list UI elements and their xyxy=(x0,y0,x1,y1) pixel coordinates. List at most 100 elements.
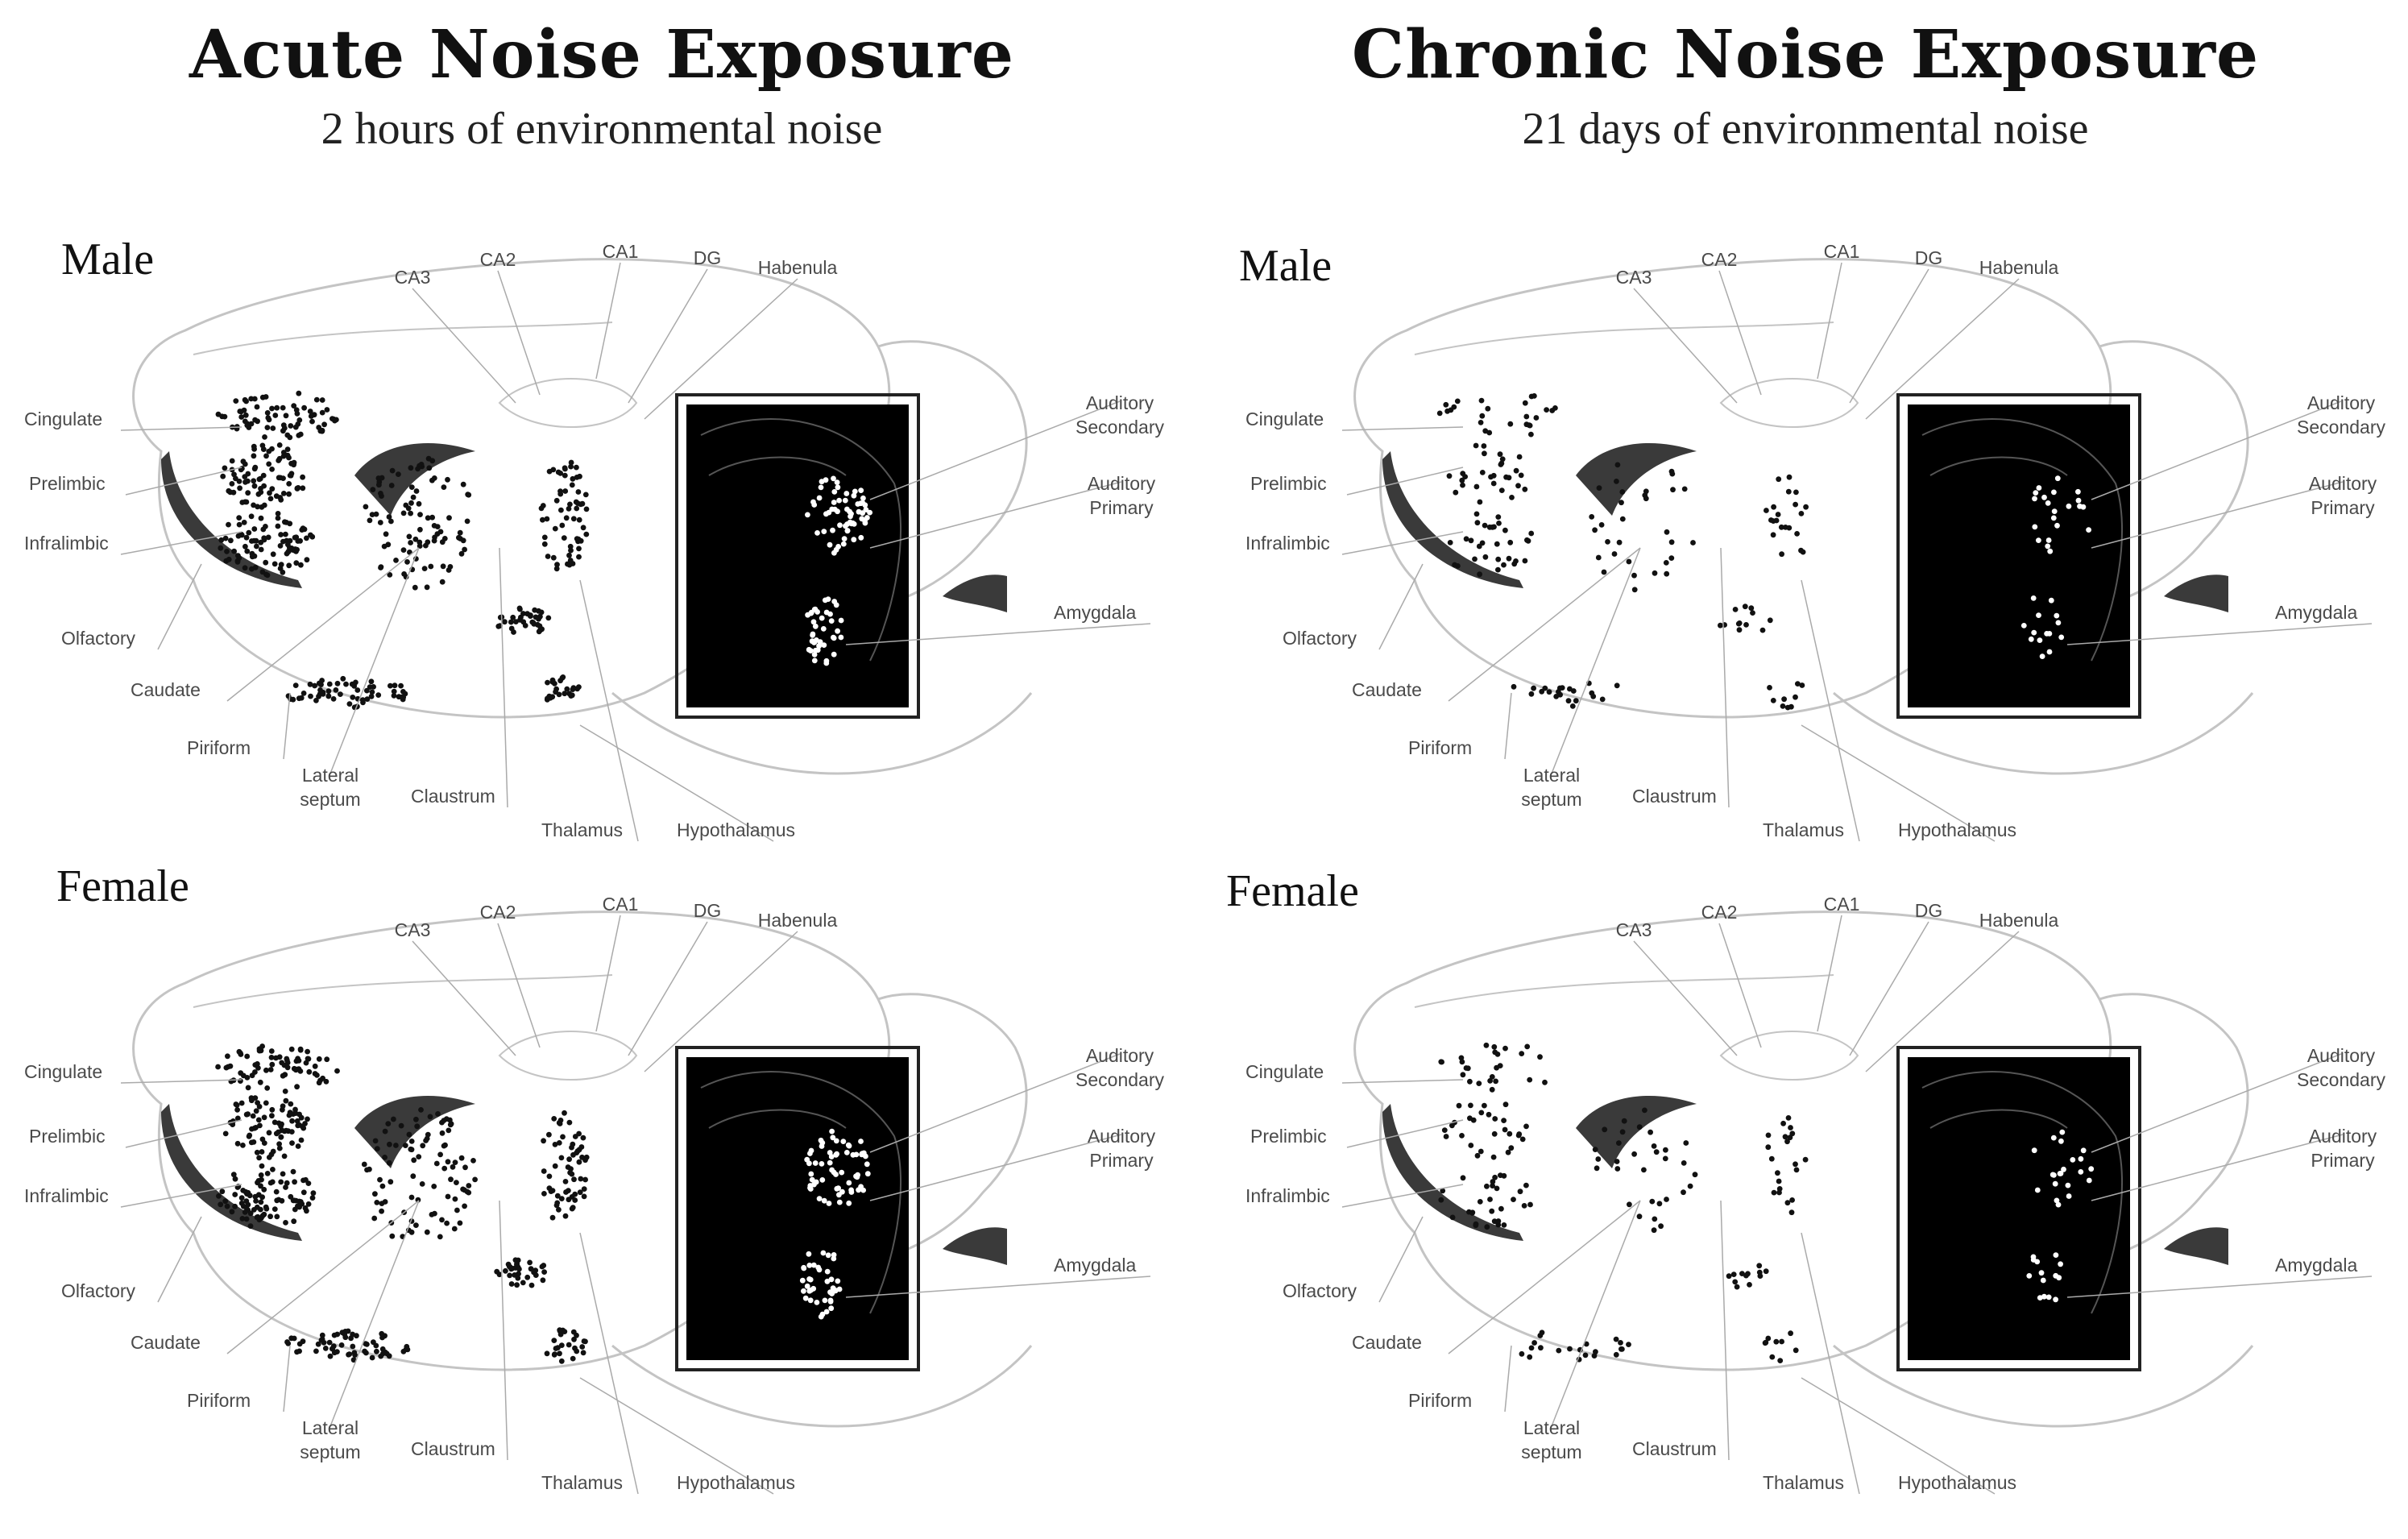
cingulate-cells xyxy=(1522,400,1528,406)
claustrum-cells xyxy=(575,538,581,545)
cingulate-cells xyxy=(264,1085,271,1091)
piriform-cells xyxy=(353,679,359,686)
caudate-cells xyxy=(1692,1172,1698,1178)
infralimbic-cells xyxy=(263,1205,270,1212)
auditory-secondary-leader xyxy=(869,400,1121,500)
auditory-cells xyxy=(834,479,840,485)
auditory-cells xyxy=(2086,1177,2092,1184)
piriform-cells xyxy=(379,1334,385,1341)
prelimbic-label: Prelimbic xyxy=(1250,1126,1327,1147)
ca1-label: CA1 xyxy=(603,894,639,915)
infralimbic-cells xyxy=(238,531,244,537)
auditory-cells xyxy=(821,529,827,534)
caudate-cells xyxy=(451,1226,458,1232)
infralimbic-cells xyxy=(254,1214,260,1221)
amygdala-cells xyxy=(828,618,835,624)
cingulate-cells xyxy=(1489,1074,1495,1080)
prelimbic-cells xyxy=(300,485,306,492)
caudate-cells xyxy=(442,1142,448,1148)
piriform-cells xyxy=(369,689,375,695)
auditory-cells xyxy=(833,1138,839,1144)
infralimbic-cells xyxy=(294,546,300,553)
claustrum-cells xyxy=(569,1144,574,1151)
piriform-cells xyxy=(320,691,326,697)
cingulate-cells xyxy=(215,1064,221,1070)
infralimbic-cells xyxy=(1472,556,1478,562)
caudate-cells xyxy=(417,543,423,549)
auditory-secondary-leader xyxy=(2091,400,2342,500)
thalamus-cells xyxy=(1750,610,1755,616)
claustrum-leader xyxy=(1720,1200,1730,1461)
caudate-cells xyxy=(378,565,383,570)
caudate-cells xyxy=(1656,1201,1663,1207)
amygdala-cells xyxy=(809,638,815,645)
infralimbic-cells xyxy=(1506,555,1512,562)
auditory-secondary-label-line1: Auditory xyxy=(1086,392,1154,413)
infralimbic-leader xyxy=(120,531,242,555)
caudate-label: Caudate xyxy=(1352,1332,1422,1353)
amygdala-cells xyxy=(828,1276,835,1283)
caudate-cells xyxy=(1643,496,1649,502)
auditory-cells xyxy=(2058,1138,2064,1144)
amygdala-cells xyxy=(2046,649,2053,655)
caudate-cells xyxy=(439,1130,446,1136)
piriform-cells xyxy=(350,1343,356,1350)
inset-hippocampus-outline xyxy=(1929,1109,2068,1129)
prelimbic-cells xyxy=(1446,473,1453,479)
cingulate-cells xyxy=(272,413,279,418)
caudate-cells xyxy=(376,482,382,488)
claustrum-cells xyxy=(1789,1197,1795,1203)
claustrum-cells xyxy=(1793,1161,1798,1168)
thalamus-cells xyxy=(530,620,537,626)
prelimbic-cells xyxy=(266,1155,272,1160)
infralimbic-cells xyxy=(1494,1185,1500,1192)
infralimbic-cells xyxy=(1487,1197,1493,1202)
infralimbic-cells xyxy=(1528,530,1535,537)
amygdala-leader xyxy=(2066,1276,2373,1298)
amygdala-cells xyxy=(822,1297,828,1304)
olfactory-label: Olfactory xyxy=(61,1280,136,1301)
caudate-label: Caudate xyxy=(131,679,201,700)
caudate-cells xyxy=(1651,1227,1657,1234)
caudate-cells xyxy=(385,1121,392,1126)
claustrum-label: Claustrum xyxy=(411,1438,495,1459)
cingulate-cells xyxy=(1467,1078,1473,1085)
prelimbic-cells xyxy=(1515,483,1521,489)
auditory-cells xyxy=(862,518,868,524)
amygdala-cells xyxy=(2058,1261,2063,1267)
claustrum-cells xyxy=(1798,511,1805,516)
cingulate-cells xyxy=(319,427,325,433)
prelimbic-cells xyxy=(287,472,293,479)
caudate-cells xyxy=(1664,529,1670,535)
amygdala-cells xyxy=(2053,1272,2059,1279)
infralimbic-cells xyxy=(283,531,288,537)
claustrum-cells xyxy=(1784,1139,1790,1145)
cingulate-cells xyxy=(1491,1043,1498,1050)
auditory-cells xyxy=(2050,1135,2057,1141)
inset-cortex-outline xyxy=(700,1071,901,1314)
infralimbic-cells xyxy=(242,543,248,550)
infralimbic-cells xyxy=(1469,1209,1475,1216)
dg-leader xyxy=(628,921,708,1056)
prelimbic-cells xyxy=(1508,1145,1515,1151)
caudate-cells xyxy=(406,533,412,540)
prelimbic-cells xyxy=(251,453,257,459)
prelimbic-cells xyxy=(245,471,251,477)
amygdala-cells xyxy=(827,1297,834,1304)
hypothalamus-cells xyxy=(582,1338,588,1345)
auditory-cells xyxy=(855,501,861,507)
claustrum-cells xyxy=(552,1163,558,1169)
piriform-cells xyxy=(1527,1354,1533,1360)
prelimbic-cells xyxy=(1456,1102,1462,1109)
prelimbic-cells xyxy=(1473,483,1480,490)
amygdala-cells xyxy=(824,1268,831,1275)
caudate-cells xyxy=(372,1191,378,1197)
caudate-cells xyxy=(1651,1143,1657,1149)
olfactory-label: Olfactory xyxy=(1283,1280,1357,1301)
amygdala-cells xyxy=(2046,631,2053,637)
infralimbic-cells xyxy=(267,1180,274,1186)
claustrum-cells xyxy=(1788,1209,1795,1216)
infralimbic-cells xyxy=(255,1192,262,1198)
claustrum-cells xyxy=(552,1142,558,1147)
